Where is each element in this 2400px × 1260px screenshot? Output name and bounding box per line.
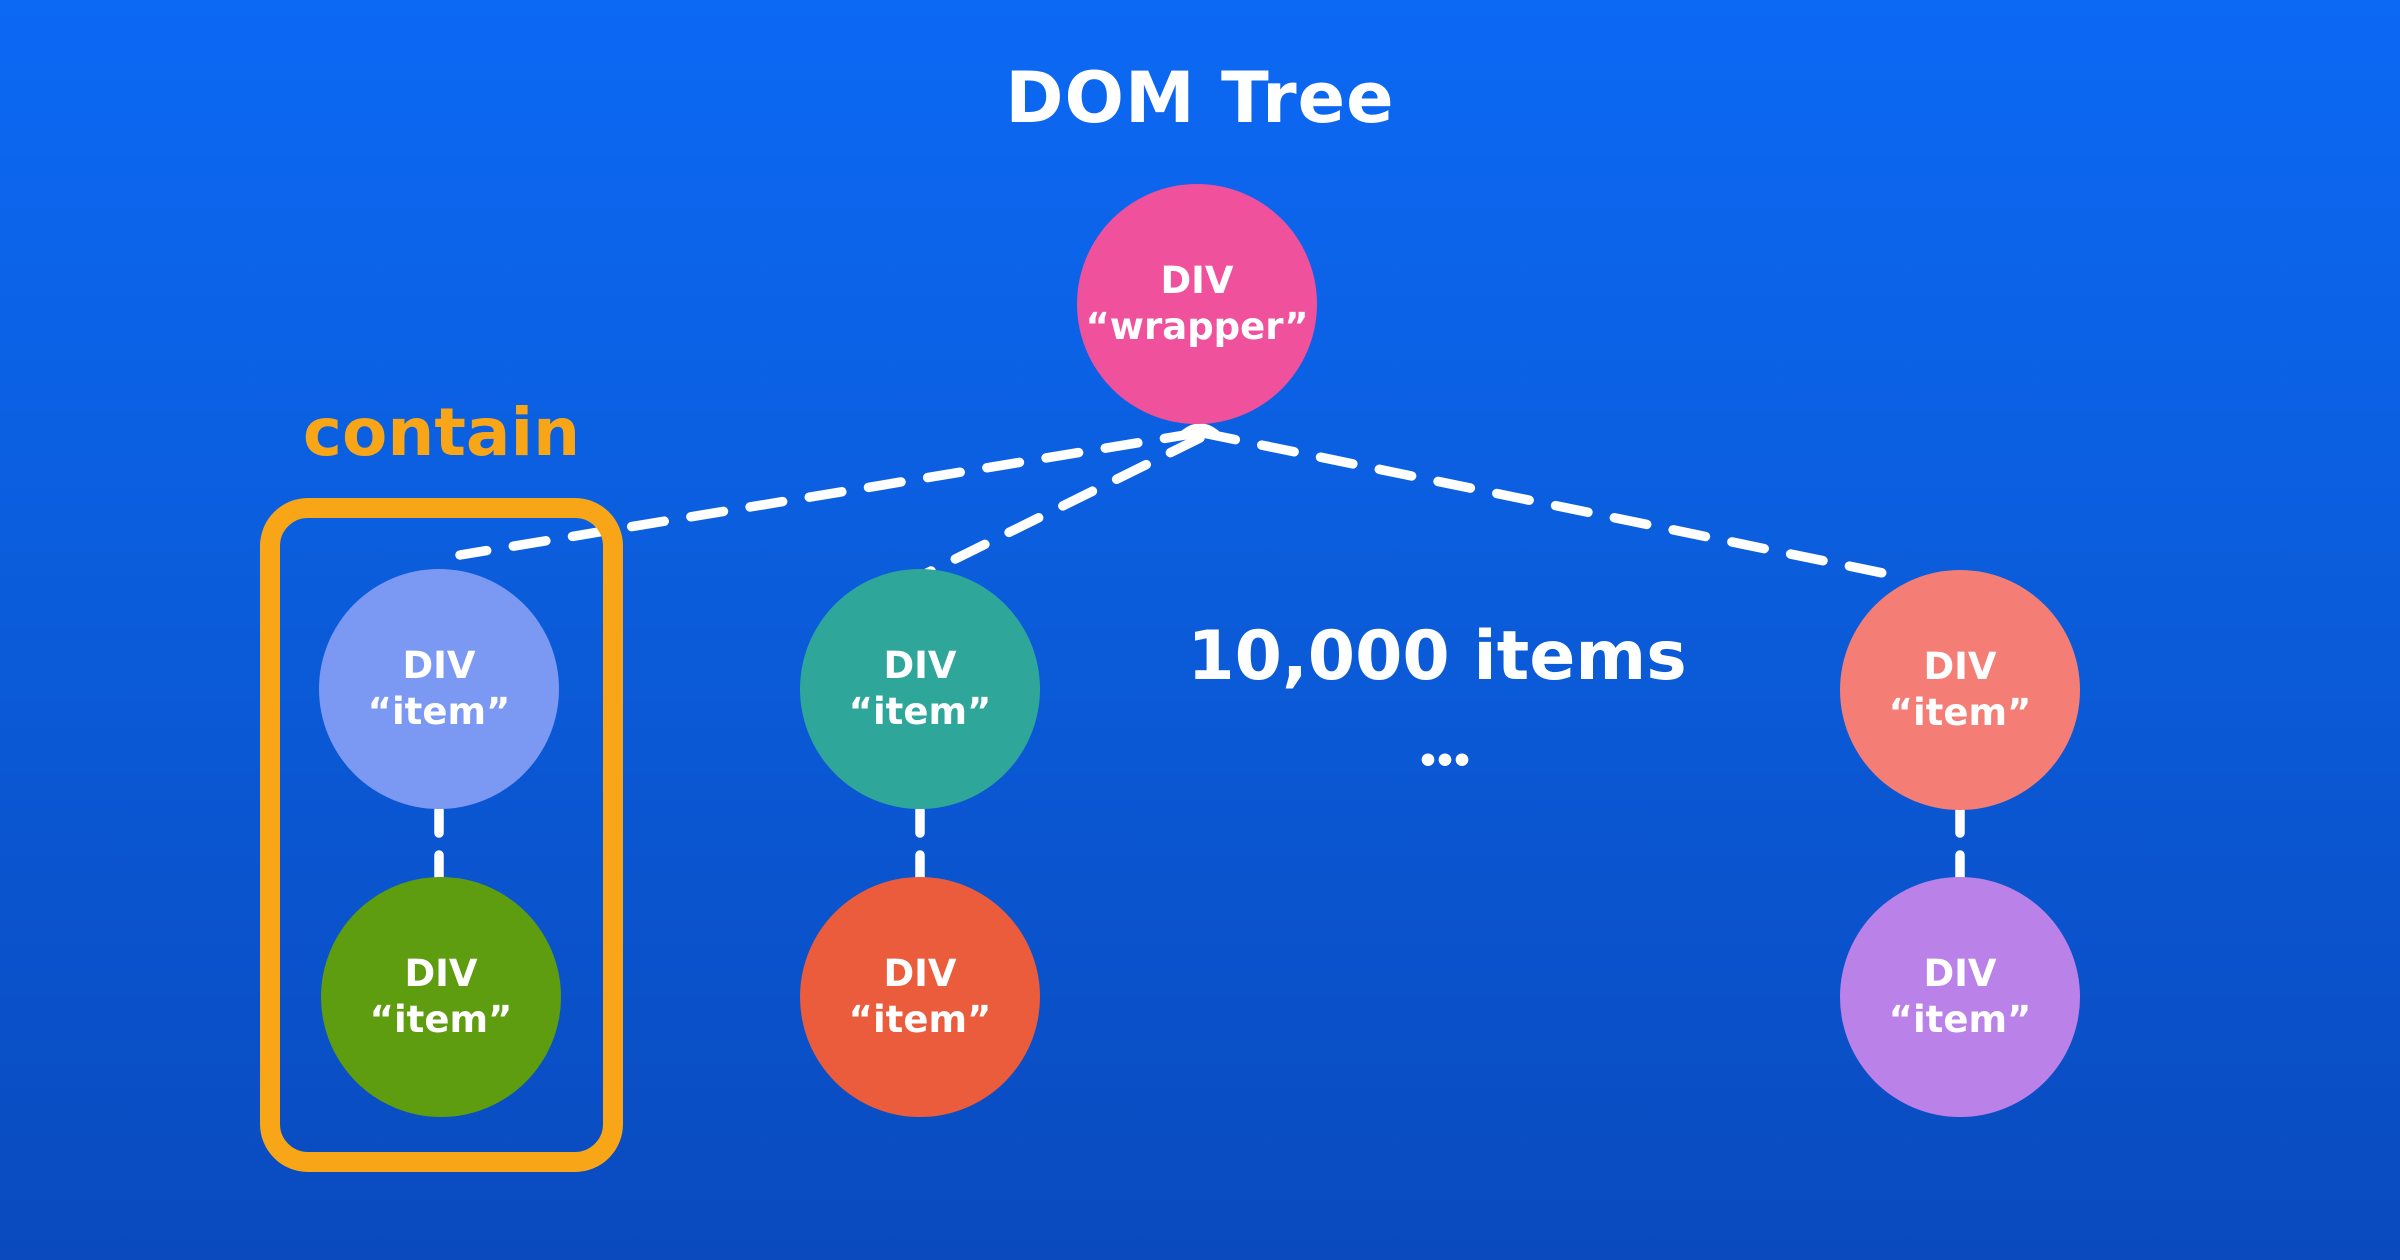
dom-node-item-salmon: DIV “item” [1840,570,2080,810]
diagram-title: DOM Tree [1005,57,1395,139]
dom-node-item-blue: DIV “item” [319,569,559,809]
edge-wrapper-to-item-salmon [1198,428,1912,583]
dom-node-item-orange: DIV “item” [800,877,1040,1117]
node-label: “wrapper” [1085,305,1309,348]
node-label: “item” [848,690,992,733]
dom-node-item-purple: DIV “item” [1840,877,2080,1117]
node-label: “item” [1888,998,2032,1041]
node-label: “item” [1888,691,2032,734]
node-tag: DIV [1923,645,1997,688]
node-tag: DIV [404,952,478,995]
contain-label: contain [302,394,581,471]
node-label: “item” [367,690,511,733]
contain-highlight-box [260,498,623,1172]
dom-node-item-green: DIV “item” [321,877,561,1117]
dom-node-item-teal: DIV “item” [800,569,1040,809]
node-tag: DIV [883,644,957,687]
node-tag: DIV [883,952,957,995]
node-tag: DIV [1923,952,1997,995]
node-label: “item” [369,998,513,1041]
node-tag: DIV [402,644,476,687]
ellipsis-dots: ••• [1416,741,1473,782]
node-tag: DIV [1160,259,1234,302]
edge-wrapper-to-item-teal [920,433,1205,579]
item-count-label: 10,000 items [1187,617,1687,696]
node-label: “item” [848,998,992,1041]
dom-node-wrapper: DIV “wrapper” [1077,184,1317,424]
